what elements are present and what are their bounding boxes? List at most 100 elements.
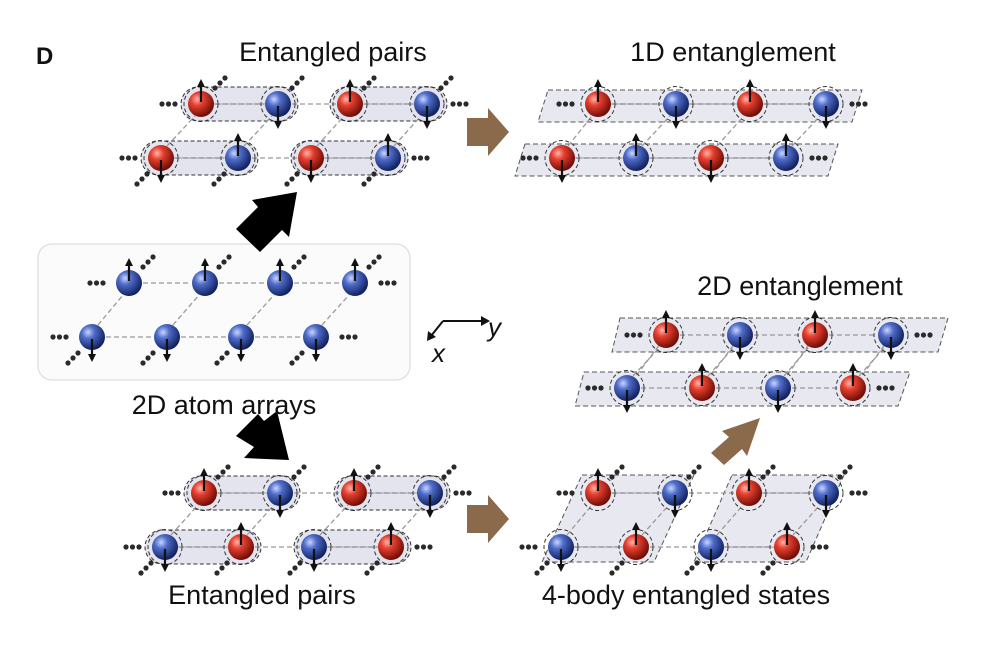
bottom_right-diagonal-ellipsis	[619, 560, 625, 566]
bottom_right-diagonal-ellipsis	[765, 565, 771, 571]
middle-diagonal-ellipsis	[214, 360, 220, 366]
bottom_right-diagonal-ellipsis	[684, 570, 690, 576]
y-axis-arrowhead	[481, 316, 490, 326]
bottom_right-row2-red-atom	[769, 522, 805, 565]
mid_right-row-ellipsis	[630, 332, 637, 338]
atom-sphere	[653, 322, 679, 348]
mid_right-row1-blue-atom	[722, 317, 758, 360]
bottom_left-row-ellipsis	[453, 490, 459, 496]
middle-diagonal-ellipsis	[301, 254, 307, 260]
top_right-row-ellipsis	[562, 101, 569, 107]
bottom_right-diagonal-ellipsis	[847, 464, 853, 470]
bottom_left-row1-red-atom	[336, 468, 372, 511]
top_right-row-ellipsis	[809, 155, 815, 161]
atom-sphere	[813, 480, 839, 506]
bottom_left-diagonal-ellipsis	[219, 565, 225, 571]
bottom_left-diagonal-ellipsis	[143, 565, 149, 571]
top_left-row1-red-atom	[332, 79, 368, 122]
middle-diagonal-ellipsis	[216, 264, 222, 270]
top_left-row1-blue-atom	[260, 86, 296, 129]
y-axis-label: y	[486, 312, 503, 342]
mid_right-row-ellipsis	[876, 385, 882, 391]
bottom_right-diagonal-ellipsis	[760, 474, 766, 480]
mid_right-row2-red-atom	[684, 363, 720, 406]
bottom_right-row2-red-atom	[618, 522, 654, 565]
spin-up-arrowhead	[594, 468, 602, 476]
bottom_right-diagonal-ellipsis	[539, 565, 545, 571]
middle-row1-blue-atom	[116, 258, 142, 296]
spin-down-arrowhead	[88, 354, 96, 362]
spin-down-arrowhead	[423, 121, 431, 129]
atom-sphere	[303, 324, 329, 350]
atom-sphere	[737, 91, 763, 117]
top_left-diagonal-ellipsis	[134, 181, 140, 187]
top_left-diagonal-ellipsis	[294, 80, 300, 86]
atom-sphere	[623, 145, 649, 171]
middle-row-ellipsis	[384, 280, 391, 286]
bottom-left-title: Entangled pairs	[168, 580, 356, 610]
middle-diagonal-ellipsis	[140, 264, 146, 270]
mid_right-row-ellipsis	[591, 385, 598, 391]
top_left-diagonal-ellipsis	[289, 176, 295, 182]
atom-sphere	[773, 145, 799, 171]
bottom_left-row-ellipsis	[162, 490, 168, 496]
spin-up-arrowhead	[384, 133, 392, 141]
atom-sphere	[802, 322, 828, 348]
bottom_right-row-ellipsis	[862, 490, 868, 496]
bottom_left-diagonal-ellipsis	[220, 469, 226, 475]
mid_right-diagonal-link	[858, 346, 886, 377]
bottom_right-row-ellipsis	[569, 490, 575, 496]
spin-down-arrowhead	[822, 121, 830, 129]
middle-row-ellipsis	[100, 280, 106, 286]
atom-sphere	[228, 534, 254, 560]
top_right-diagonal-link	[791, 115, 821, 147]
bottom_left-diagonal-ellipsis	[370, 469, 376, 475]
middle-diagonal-ellipsis	[376, 254, 382, 260]
middle-diagonal-ellipsis	[294, 355, 300, 361]
bottom_left-row1-red-atom	[186, 468, 222, 511]
middle-diagonal-ellipsis	[221, 259, 227, 265]
bottom_left-row2-red-atom	[223, 522, 259, 565]
mid_right-row1-red-atom	[797, 310, 833, 353]
bottom_left-row-ellipsis	[414, 544, 420, 550]
bottom_right-row1-blue-atom	[808, 475, 844, 518]
bottom_right-diagonal-ellipsis	[609, 474, 615, 480]
spin-down-arrowhead	[774, 405, 782, 413]
spin-down-arrowhead	[558, 175, 566, 183]
spin-up-arrowhead	[662, 310, 670, 318]
bottom_right-diagonal-ellipsis	[770, 560, 776, 566]
middle-row1-blue-atom	[342, 258, 368, 296]
middle-row-ellipsis	[352, 334, 358, 340]
top_left-diagonal-ellipsis	[217, 80, 223, 86]
bottom_left-diagonal-link	[246, 504, 275, 536]
top_left-diagonal-ellipsis	[443, 80, 449, 86]
spin-up-arrowhead	[201, 258, 209, 266]
atom-sphere	[765, 375, 791, 401]
bottom_left-row-ellipsis	[123, 544, 129, 550]
middle-diagonal-ellipsis	[299, 350, 305, 356]
top_right-row-ellipsis	[556, 101, 562, 107]
mid_right-row-ellipsis	[637, 332, 643, 338]
top_right-row2-blue-atom	[618, 133, 654, 176]
transition-arrow-up	[711, 418, 760, 465]
top-right-title: 1D entanglement	[630, 37, 836, 67]
mid_right-row2-red-atom	[835, 363, 871, 406]
mid_right-row-ellipsis	[624, 332, 630, 338]
atom-sphere	[225, 145, 251, 171]
spin-up-arrowhead	[849, 363, 857, 371]
bottom_right-row-ellipsis	[532, 544, 538, 550]
spin-down-arrowhead	[274, 121, 282, 129]
middle-row-ellipsis	[378, 280, 384, 286]
spin-up-arrowhead	[200, 468, 208, 476]
bottom_right-diagonal-link	[566, 504, 593, 536]
top_left-row-ellipsis	[411, 155, 417, 161]
middle-row2-blue-atom	[79, 324, 105, 362]
spin-down-arrowhead	[312, 354, 320, 362]
spin-up-arrowhead	[346, 79, 354, 87]
panel-letter: D	[36, 43, 53, 70]
top_right-row-ellipsis	[526, 155, 533, 161]
spin-down-arrowhead	[157, 175, 165, 183]
top_right-row-ellipsis	[855, 101, 862, 107]
spin-up-arrowhead	[698, 363, 706, 371]
mid_right-diagonal-link	[707, 346, 735, 377]
